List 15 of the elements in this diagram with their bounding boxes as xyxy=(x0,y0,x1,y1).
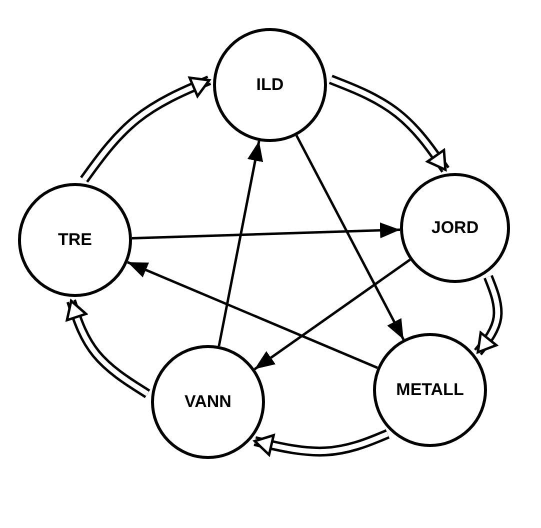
element-name: VANN xyxy=(184,392,232,412)
arrow xyxy=(218,140,264,346)
element-name: TRE xyxy=(58,230,92,250)
element-name: ILD xyxy=(256,75,284,95)
hollow-arrow xyxy=(254,429,390,457)
arrow xyxy=(295,134,405,340)
arrow xyxy=(127,261,378,369)
hollow-arrow xyxy=(66,299,150,398)
element-name: JORD xyxy=(431,218,479,238)
arrow xyxy=(254,258,411,370)
element-name: METALL xyxy=(396,380,464,400)
hollow-arrow xyxy=(80,76,212,183)
hollow-arrow xyxy=(474,274,503,356)
arrow xyxy=(132,222,400,240)
hollow-arrow xyxy=(328,74,450,173)
